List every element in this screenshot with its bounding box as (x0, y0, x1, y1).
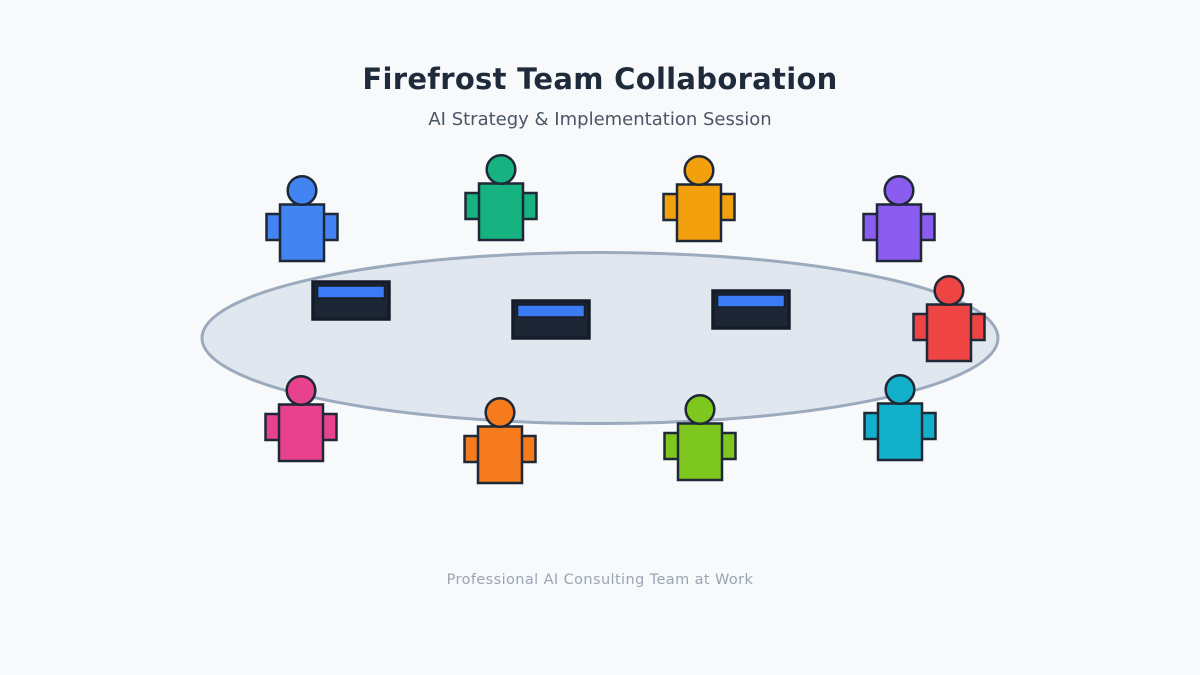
laptop-center (511, 299, 591, 340)
person-body (476, 425, 524, 485)
person-bottom-1 (264, 374, 338, 463)
person-figure (264, 374, 338, 463)
person-bottom-2 (463, 396, 537, 485)
person-body (676, 422, 724, 482)
person-body (675, 183, 723, 243)
page-subtitle: AI Strategy & Implementation Session (428, 109, 772, 130)
person-figure (662, 154, 736, 243)
person-figure (663, 393, 737, 482)
person-left-arm (863, 411, 880, 441)
person-right-arm (920, 411, 937, 441)
person-head (884, 373, 916, 406)
laptop-left (311, 280, 391, 321)
person-figure (464, 153, 538, 242)
person-head (683, 154, 715, 187)
person-left-arm (463, 434, 480, 464)
person-left-arm (264, 412, 281, 442)
person-head (933, 274, 965, 307)
person-body (875, 203, 923, 263)
person-left-arm (912, 312, 929, 342)
person-bottom-4 (863, 373, 937, 462)
person-right-arm (919, 212, 936, 242)
person-body (278, 203, 326, 263)
person-head (286, 174, 318, 207)
person-top-4 (862, 174, 936, 263)
person-bottom-3 (663, 393, 737, 482)
laptop-screen (516, 304, 586, 318)
person-head (883, 174, 915, 207)
person-figure (912, 274, 986, 363)
caption: Professional AI Consulting Team at Work (446, 572, 754, 588)
page-title: Firefrost Team Collaboration (362, 62, 838, 96)
person-right-arm (321, 412, 338, 442)
person-head (684, 393, 716, 426)
person-figure (863, 373, 937, 462)
laptop-right (711, 289, 791, 330)
table-surface (200, 251, 1000, 425)
person-top-1 (265, 174, 339, 263)
person-head (484, 396, 516, 429)
person-right-arm (969, 312, 986, 342)
person-right-arm (720, 431, 737, 461)
person-body (876, 402, 924, 462)
person-right-arm (322, 212, 339, 242)
person-body (925, 303, 973, 363)
person-left-arm (662, 192, 679, 222)
person-figure (265, 174, 339, 263)
person-head (485, 153, 517, 186)
person-left-arm (663, 431, 680, 461)
person-right (912, 274, 986, 363)
person-top-3 (662, 154, 736, 243)
laptop-screen (716, 294, 786, 308)
person-left-arm (862, 212, 879, 242)
conference-table (200, 251, 1000, 425)
person-figure (862, 174, 936, 263)
person-head (285, 374, 317, 407)
person-right-arm (520, 434, 537, 464)
person-left-arm (265, 212, 282, 242)
person-right-arm (521, 191, 538, 221)
person-body (277, 403, 325, 463)
person-body (477, 182, 525, 242)
person-figure (463, 396, 537, 485)
person-left-arm (464, 191, 481, 221)
person-right-arm (719, 192, 736, 222)
laptop-screen (316, 285, 386, 299)
person-top-2 (464, 153, 538, 242)
